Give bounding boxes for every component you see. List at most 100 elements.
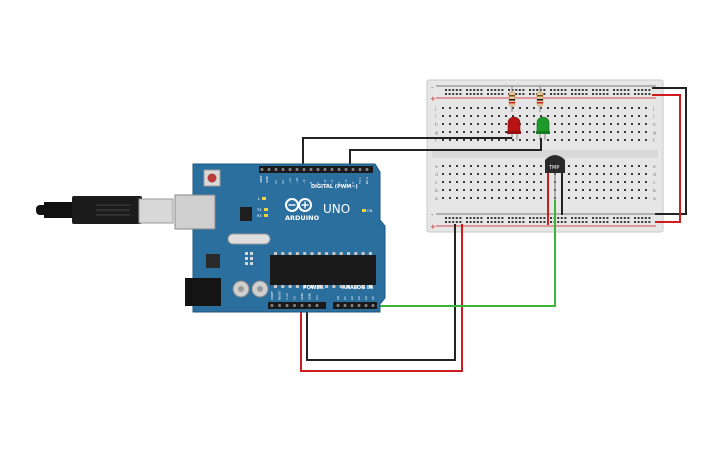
rail-hole[interactable] <box>508 221 510 223</box>
rail-hole[interactable] <box>473 93 476 95</box>
rail-hole[interactable] <box>585 217 588 219</box>
rail-hole[interactable] <box>522 93 525 95</box>
breadboard-hole[interactable] <box>603 131 605 133</box>
breadboard-hole[interactable] <box>442 189 444 191</box>
rail-hole[interactable] <box>616 217 619 219</box>
breadboard-hole[interactable] <box>519 197 521 199</box>
digital-pin-socket[interactable] <box>316 168 320 171</box>
breadboard-hole[interactable] <box>491 123 493 125</box>
breadboard-hole[interactable] <box>638 189 640 191</box>
breadboard-hole[interactable] <box>477 181 479 183</box>
rail-hole[interactable] <box>476 93 479 95</box>
breadboard-hole[interactable] <box>463 189 465 191</box>
breadboard-hole[interactable] <box>470 197 472 199</box>
breadboard-hole[interactable] <box>533 189 535 191</box>
breadboard-hole[interactable] <box>484 173 486 175</box>
rail-hole[interactable] <box>480 217 483 219</box>
breadboard-hole[interactable] <box>442 139 444 141</box>
breadboard-hole[interactable] <box>547 139 549 141</box>
breadboard-hole[interactable] <box>498 115 500 117</box>
breadboard-hole[interactable] <box>610 139 612 141</box>
breadboard-hole[interactable] <box>568 173 570 175</box>
breadboard-hole[interactable] <box>617 181 619 183</box>
rail-hole[interactable] <box>648 217 651 219</box>
breadboard-hole[interactable] <box>491 197 493 199</box>
breadboard-hole[interactable] <box>624 173 626 175</box>
rail-hole[interactable] <box>455 217 458 219</box>
breadboard-hole[interactable] <box>505 197 507 199</box>
rail-hole[interactable] <box>518 89 521 91</box>
breadboard-hole[interactable] <box>603 165 605 167</box>
breadboard-hole[interactable] <box>512 139 514 141</box>
breadboard-hole[interactable] <box>603 197 605 199</box>
breadboard-hole[interactable] <box>575 189 577 191</box>
breadboard-hole[interactable] <box>470 139 472 141</box>
breadboard-hole[interactable] <box>638 173 640 175</box>
breadboard-hole[interactable] <box>603 139 605 141</box>
breadboard-hole[interactable] <box>498 107 500 109</box>
breadboard-hole[interactable] <box>491 131 493 133</box>
breadboard-hole[interactable] <box>442 123 444 125</box>
rail-hole[interactable] <box>581 221 584 223</box>
breadboard-hole[interactable] <box>456 115 458 117</box>
rail-hole[interactable] <box>644 93 647 95</box>
breadboard-hole[interactable] <box>610 197 612 199</box>
rail-hole[interactable] <box>536 221 539 223</box>
rail-hole[interactable] <box>543 89 546 91</box>
breadboard-hole[interactable] <box>582 165 584 167</box>
breadboard-hole[interactable] <box>610 115 612 117</box>
breadboard-hole[interactable] <box>610 165 612 167</box>
breadboard-hole[interactable] <box>645 107 647 109</box>
breadboard-hole[interactable] <box>554 123 556 125</box>
rail-hole[interactable] <box>532 221 535 223</box>
rail-hole[interactable] <box>469 89 472 91</box>
breadboard-hole[interactable] <box>470 181 472 183</box>
breadboard-hole[interactable] <box>589 181 591 183</box>
breadboard-hole[interactable] <box>477 107 479 109</box>
rail-hole[interactable] <box>539 89 542 91</box>
breadboard-hole[interactable] <box>463 181 465 183</box>
breadboard-hole[interactable] <box>547 115 549 117</box>
breadboard-hole[interactable] <box>638 107 640 109</box>
rail-hole[interactable] <box>515 93 518 95</box>
rail-hole[interactable] <box>623 217 626 219</box>
rail-hole[interactable] <box>644 217 647 219</box>
digital-pin-socket[interactable] <box>281 168 285 171</box>
rail-hole[interactable] <box>581 93 584 95</box>
breadboard-hole[interactable] <box>575 139 577 141</box>
breadboard-hole[interactable] <box>624 107 626 109</box>
breadboard-hole[interactable] <box>568 165 570 167</box>
breadboard-hole[interactable] <box>540 189 542 191</box>
rail-hole[interactable] <box>511 217 514 219</box>
rail-hole[interactable] <box>501 93 504 95</box>
breadboard-hole[interactable] <box>561 107 563 109</box>
breadboard-hole[interactable] <box>624 115 626 117</box>
breadboard-hole[interactable] <box>449 115 451 117</box>
rail-hole[interactable] <box>585 93 588 95</box>
rail-hole[interactable] <box>592 89 594 91</box>
rail-hole[interactable] <box>515 221 518 223</box>
breadboard-hole[interactable] <box>505 107 507 109</box>
breadboard-hole[interactable] <box>617 107 619 109</box>
breadboard-hole[interactable] <box>484 189 486 191</box>
rail-hole[interactable] <box>448 89 451 91</box>
breadboard-hole[interactable] <box>442 131 444 133</box>
rail-hole[interactable] <box>476 89 479 91</box>
rail-hole[interactable] <box>637 89 640 91</box>
rail-hole[interactable] <box>560 221 563 223</box>
rail-hole[interactable] <box>543 221 546 223</box>
breadboard-hole[interactable] <box>505 131 507 133</box>
breadboard-hole[interactable] <box>505 139 507 141</box>
breadboard-hole[interactable] <box>526 123 528 125</box>
rail-hole[interactable] <box>557 221 560 223</box>
rail-hole[interactable] <box>536 217 539 219</box>
breadboard-hole[interactable] <box>617 139 619 141</box>
rail-hole[interactable] <box>476 221 479 223</box>
breadboard-hole[interactable] <box>582 139 584 141</box>
rail-hole[interactable] <box>550 89 552 91</box>
breadboard-hole[interactable] <box>582 189 584 191</box>
power-pin-socket[interactable] <box>278 304 281 307</box>
breadboard-hole[interactable] <box>505 181 507 183</box>
rail-hole[interactable] <box>532 89 535 91</box>
resistor-1[interactable] <box>508 86 516 112</box>
